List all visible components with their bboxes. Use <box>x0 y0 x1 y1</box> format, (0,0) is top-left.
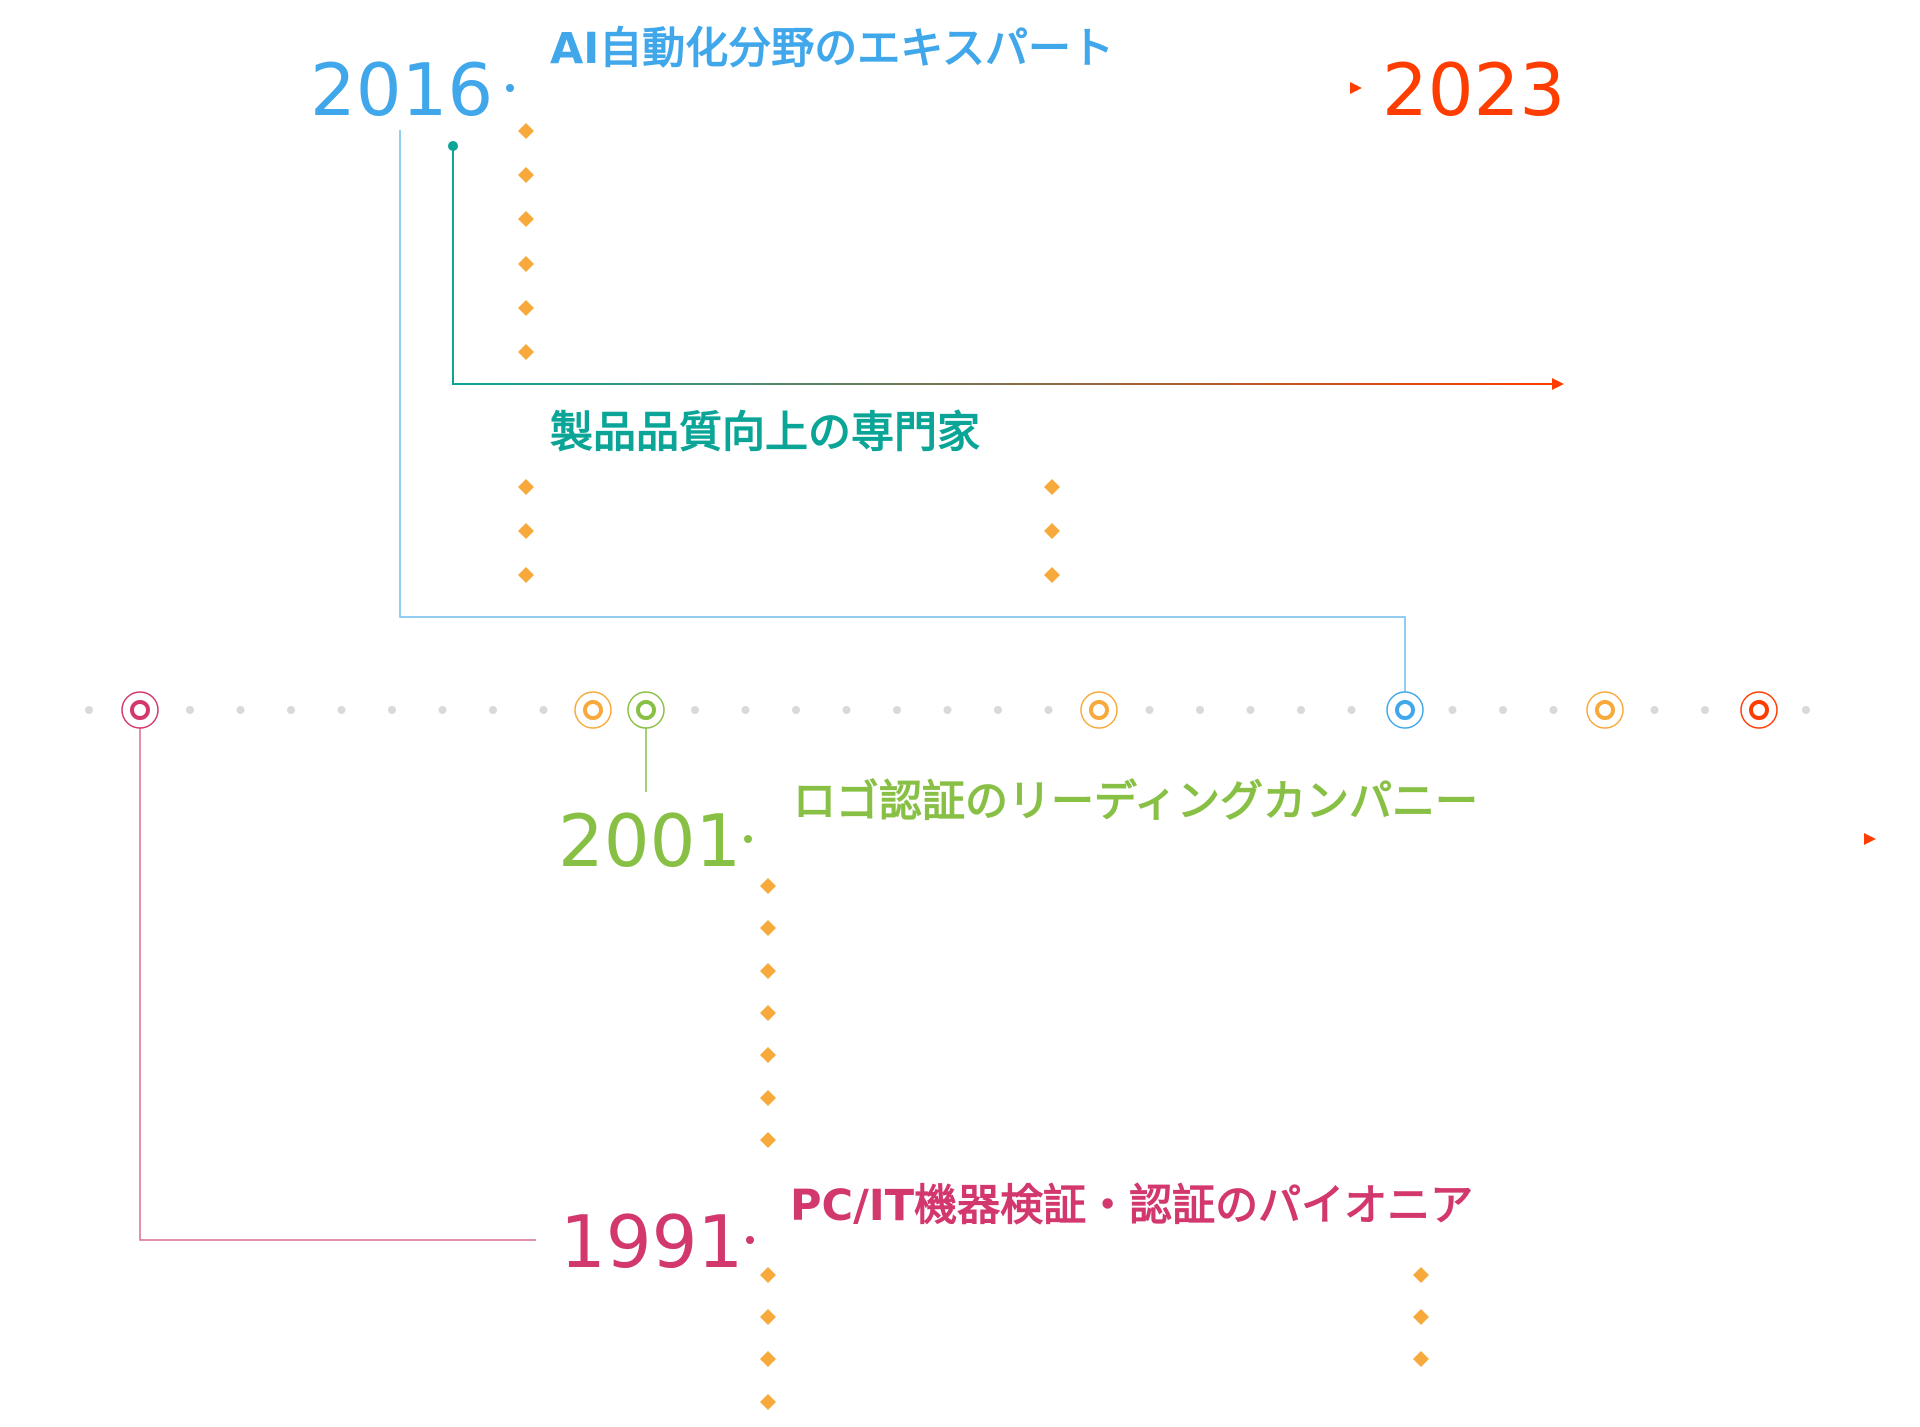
timeline-marker-orange-1 <box>574 691 612 729</box>
timeline-dot <box>893 706 901 714</box>
pioneer-bullets <box>760 1267 1429 1410</box>
section-pioneer: 1991 PC/IT機器検証・認証のパイオニア <box>139 728 1920 1410</box>
timeline-dot <box>1701 706 1709 714</box>
timeline-dot <box>1650 706 1659 714</box>
timeline-dot <box>1802 706 1810 714</box>
quality-arrow-line <box>452 146 1552 385</box>
bullet-diamond-icon <box>518 256 534 272</box>
bullet-diamond-icon <box>1044 479 1060 495</box>
quality-arrowhead <box>1552 378 1564 390</box>
timeline-marker-orange-3 <box>1586 691 1624 729</box>
quality-bullets <box>518 479 1060 583</box>
timeline-dot <box>1297 706 1305 714</box>
year-2023-label: 2023 <box>1382 48 1565 132</box>
bullet-diamond-icon <box>1413 1351 1429 1367</box>
bullet-diamond-icon <box>518 523 534 539</box>
timeline-dot <box>994 706 1002 714</box>
timeline-dot <box>438 706 447 714</box>
bullet-diamond-icon <box>760 1267 776 1283</box>
bullet-diamond-icon <box>760 963 776 979</box>
bullet-diamond-icon <box>760 1132 776 1148</box>
bullet-diamond-icon <box>1413 1267 1429 1283</box>
timeline-dot <box>1145 706 1154 714</box>
bullet-diamond-icon <box>760 1309 776 1325</box>
section-logo: 2001 ロゴ認証のリーディングカンパニー <box>558 728 1876 1148</box>
timeline-dot <box>943 706 952 714</box>
logo-bullets <box>760 878 776 1148</box>
section-ai: 2016 2023 AI自動化分野のエキスパート <box>310 24 1565 360</box>
bullet-diamond-icon <box>760 1047 776 1063</box>
timeline-dot <box>1347 706 1356 714</box>
ai-heading: AI自動化分野のエキスパート <box>550 24 1114 74</box>
quality-heading: 製品品質向上の専門家 <box>550 408 980 458</box>
bullet-diamond-icon <box>760 1005 776 1021</box>
timeline-dot <box>1549 706 1558 714</box>
logo-arrowhead <box>1864 833 1876 845</box>
bullet-diamond-icon <box>760 1090 776 1106</box>
timeline-dot <box>1044 706 1053 714</box>
bullet-diamond-icon <box>518 344 534 360</box>
timeline-marker-2023 <box>1740 691 1778 729</box>
logo-heading: ロゴ認証のリーディングカンパニー <box>793 777 1478 827</box>
year-2016-label: 2016 <box>310 48 493 132</box>
timeline-marker-orange-2 <box>1080 691 1118 729</box>
timeline-dot <box>792 706 800 714</box>
bullet-diamond-icon <box>760 878 776 894</box>
timeline-dot <box>1499 706 1507 714</box>
section-quality: 製品品質向上の専門家 <box>448 141 1564 583</box>
timeline-marker-2001 <box>627 691 665 729</box>
bullet-diamond-icon <box>518 167 534 183</box>
timeline-dot <box>1448 706 1457 714</box>
timeline-dot <box>741 706 750 714</box>
timeline-dot <box>186 706 194 714</box>
bullet-diamond-icon <box>1044 523 1060 539</box>
timeline-markers <box>121 691 1778 729</box>
timeline-dot <box>388 706 396 714</box>
timeline-dot <box>1246 706 1255 714</box>
timeline-dot <box>236 706 245 714</box>
bullet-diamond-icon <box>760 1394 776 1410</box>
bullet-diamond-icon <box>1413 1309 1429 1325</box>
bullet-diamond-icon <box>518 300 534 316</box>
ai-bullets <box>518 123 534 360</box>
timeline-dot <box>85 706 93 714</box>
bullet-diamond-icon <box>518 123 534 139</box>
timeline-dot <box>842 706 851 714</box>
timeline-dot <box>1196 706 1204 714</box>
bullet-diamond-icon <box>760 1351 776 1367</box>
year-2001-label: 2001 <box>558 799 741 883</box>
bullet-diamond-icon <box>518 567 534 583</box>
pioneer-heading: PC/IT機器検証・認証のパイオニア <box>790 1181 1473 1231</box>
timeline-dot <box>287 706 295 714</box>
connector-1991 <box>139 728 536 1241</box>
connector-2016 <box>399 130 1406 692</box>
timeline-marker-1991 <box>121 691 159 729</box>
bullet-diamond-icon <box>518 211 534 227</box>
timeline-marker-2016 <box>1386 691 1424 729</box>
timeline-dot <box>539 706 548 714</box>
timeline-dots <box>85 706 1810 714</box>
bullet-diamond-icon <box>1044 567 1060 583</box>
bullet-diamond-icon <box>760 920 776 936</box>
year-1991-label: 1991 <box>560 1200 743 1284</box>
timeline-dot <box>691 706 699 714</box>
timeline-dot <box>489 706 497 714</box>
ai-arrowhead <box>1350 82 1362 94</box>
timeline-dot <box>337 706 346 714</box>
bullet-diamond-icon <box>518 479 534 495</box>
